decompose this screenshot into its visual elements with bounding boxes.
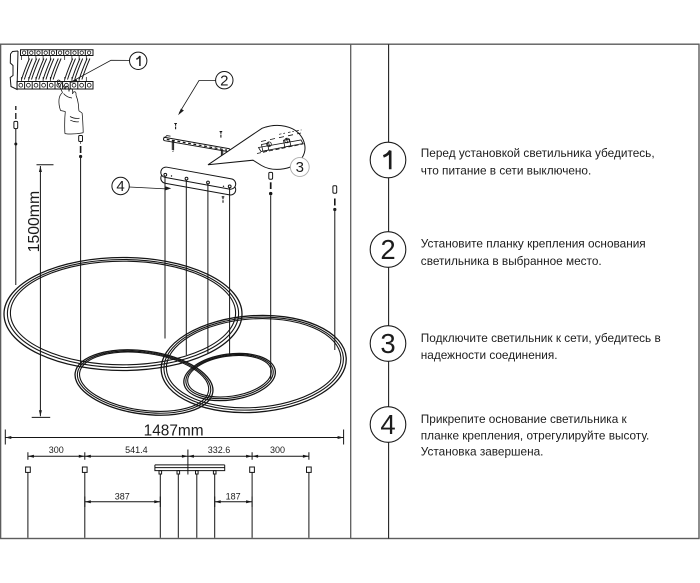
svg-text:2: 2: [220, 72, 228, 89]
svg-text:332.6: 332.6: [208, 445, 231, 455]
svg-text:надежности соединения.: надежности соединения.: [421, 348, 558, 362]
svg-text:1487mm: 1487mm: [144, 422, 204, 439]
svg-text:светильника в выбранное место.: светильника в выбранное место.: [421, 254, 602, 268]
svg-text:541.4: 541.4: [125, 445, 148, 455]
svg-text:1500mm: 1500mm: [26, 191, 43, 252]
svg-text:что питание в сети выключено.: что питание в сети выключено.: [421, 164, 591, 178]
svg-text:4: 4: [380, 409, 395, 440]
svg-text:Перед установкой светильника у: Перед установкой светильника убедитесь,: [421, 146, 655, 160]
svg-text:планке крепления, отрегулируйт: планке крепления, отрегулируйте высоту.: [421, 429, 650, 443]
svg-text:3: 3: [380, 328, 395, 359]
svg-text:387: 387: [115, 492, 130, 502]
svg-text:300: 300: [49, 445, 64, 455]
svg-text:4: 4: [116, 178, 124, 195]
svg-text:Установка завершена.: Установка завершена.: [421, 445, 544, 459]
svg-text:300: 300: [270, 445, 285, 455]
svg-text:Установите планку крепления ос: Установите планку крепления основания: [421, 237, 646, 251]
svg-text:Прикрепите основание светильни: Прикрепите основание светильника к: [421, 412, 628, 426]
svg-text:187: 187: [226, 492, 241, 502]
svg-text:3: 3: [296, 159, 304, 176]
svg-text:Подключите светильник к сети,: Подключите светильник к сети, убедитесь …: [421, 331, 661, 345]
svg-text:2: 2: [380, 234, 395, 265]
